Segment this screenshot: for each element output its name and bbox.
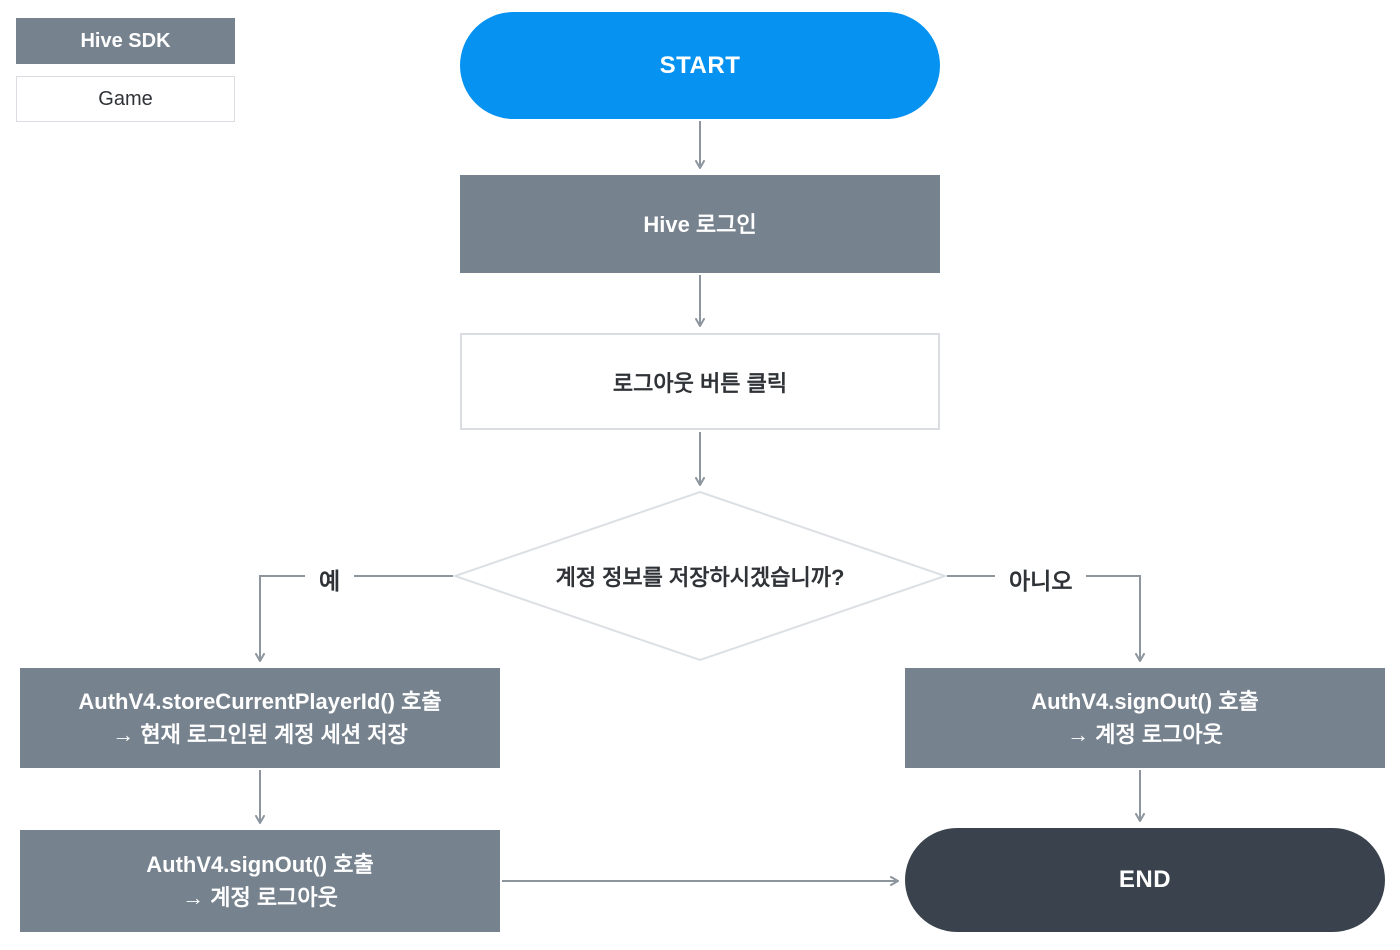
signout-left-node: AuthV4.signOut() 호출 → 계정 로그아웃 <box>20 830 500 932</box>
signout-right-line2: → 계정 로그아웃 <box>1067 722 1223 747</box>
hive-login-node: Hive 로그인 <box>460 175 940 273</box>
legend-game-label: Game <box>98 87 153 110</box>
logout-click-node: 로그아웃 버튼 클릭 <box>460 333 940 430</box>
legend-game: Game <box>16 76 235 122</box>
branch-label-yes: 예 <box>305 560 355 598</box>
store-player-id-node: AuthV4.storeCurrentPlayerId() 호출 → 현재 로그… <box>20 668 500 768</box>
store-player-id-line2: → 현재 로그인된 계정 세션 저장 <box>112 722 408 747</box>
legend-hive-sdk: Hive SDK <box>16 18 235 64</box>
signout-right-node: AuthV4.signOut() 호출 → 계정 로그아웃 <box>905 668 1385 768</box>
hive-login-label: Hive 로그인 <box>643 211 757 237</box>
signout-left-line1: AuthV4.signOut() 호출 <box>146 852 374 877</box>
branch-label-no: 아니오 <box>995 560 1087 598</box>
logout-click-label: 로그아웃 버튼 클릭 <box>612 370 788 396</box>
signout-right-line1: AuthV4.signOut() 호출 <box>1031 689 1259 714</box>
end-label: END <box>1118 866 1172 893</box>
legend-hive-sdk-label: Hive SDK <box>80 29 171 52</box>
start-label: START <box>659 51 741 79</box>
start-node: START <box>460 12 940 119</box>
store-player-id-line1: AuthV4.storeCurrentPlayerId() 호출 <box>78 689 442 714</box>
end-node: END <box>905 828 1385 932</box>
signout-left-line2: → 계정 로그아웃 <box>182 885 338 910</box>
arrow-decision-yes <box>255 575 453 662</box>
decision-node-text: 계정 정보를 저장하시겠습니까? <box>460 540 940 612</box>
decision-label: 계정 정보를 저장하시겠습니까? <box>555 565 845 590</box>
